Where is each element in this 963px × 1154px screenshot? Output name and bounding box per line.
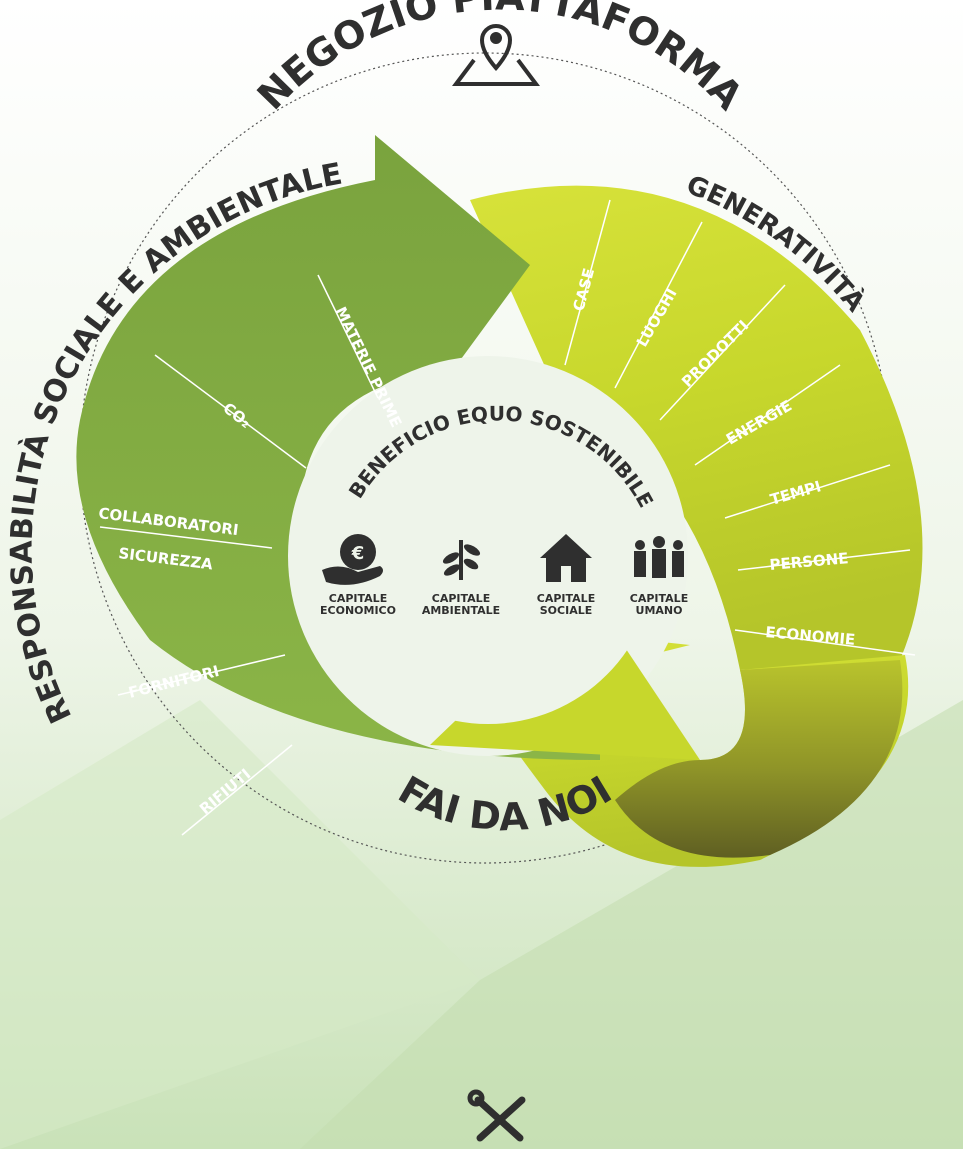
responsibility-arc (76, 135, 600, 760)
people-icon (634, 536, 684, 578)
money-hand-icon: € (322, 534, 383, 585)
tools-icon (467, 1089, 526, 1142)
background-facet (0, 700, 480, 1149)
house-icon (540, 534, 592, 582)
svg-text:€: € (351, 543, 365, 564)
generativity-arc (470, 185, 923, 670)
left-dividers (99, 274, 379, 836)
capital-sociale-line1: CAPITALE (537, 592, 595, 605)
right-dividers (564, 199, 916, 656)
capital-economico-line2: ECONOMICO (320, 604, 396, 617)
capital-umano-line1: CAPITALE (630, 592, 688, 605)
capital-ambientale-line1: CAPITALE (432, 592, 490, 605)
plant-icon (442, 540, 481, 580)
capital-sociale-line2: SOCIALE (540, 604, 592, 617)
capital-economico-line1: CAPITALE (329, 592, 387, 605)
arrow-shadow (615, 660, 903, 858)
capital-ambientale-line2: AMBIENTALE (422, 604, 500, 617)
map-pin-icon (452, 24, 540, 86)
center-inner (320, 388, 656, 724)
capital-umano-line2: UMANO (636, 604, 683, 617)
